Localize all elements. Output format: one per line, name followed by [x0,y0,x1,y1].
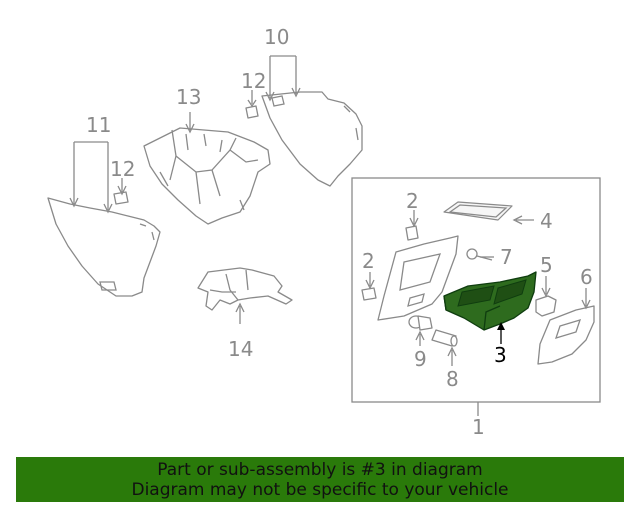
callout-6: 6 [580,265,593,289]
callout-12-lower: 12 [110,157,135,181]
part-8-damper [431,329,458,366]
part-2-clip-upper [405,210,419,241]
part-7-screw [466,248,493,261]
upper-bezel [377,235,459,321]
callout-14: 14 [228,337,253,361]
callout-4: 4 [540,209,553,233]
part-2-clip-lower [361,272,377,301]
callout-1: 1 [472,415,485,439]
part-3-storage-tray-highlighted [443,271,537,331]
part-10-side-panel [261,91,363,187]
callout-5: 5 [540,253,553,277]
part-9-knob [408,315,433,346]
part-12-clip-upper [245,90,259,119]
part-5-switch [535,276,557,317]
part-11-side-panel [47,197,161,297]
callout-2-lower: 2 [362,249,375,273]
info-banner: Part or sub-assembly is #3 in diagram Di… [16,457,624,502]
callout-10: 10 [264,25,289,49]
banner-line-1: Part or sub-assembly is #3 in diagram [157,459,483,480]
callout-8: 8 [446,367,459,391]
assembly-1-box [351,177,601,403]
part-12-clip-lower [113,178,129,205]
callout-2-upper: 2 [406,189,419,213]
callout-9: 9 [414,347,427,371]
banner-line-2: Diagram may not be specific to your vehi… [131,479,509,500]
parts-diagram: 10 12 13 11 12 14 1 [47,25,601,439]
callout-3: 3 [494,343,507,367]
part-13-center-bracket [143,127,271,225]
callout-12-upper: 12 [241,69,266,93]
part-6-lid [537,288,595,365]
callout-7: 7 [500,245,513,269]
part-14-lower-bracket [197,267,293,311]
callout-11: 11 [86,113,111,137]
callout-13: 13 [176,85,201,109]
part-4-mat [443,201,513,221]
